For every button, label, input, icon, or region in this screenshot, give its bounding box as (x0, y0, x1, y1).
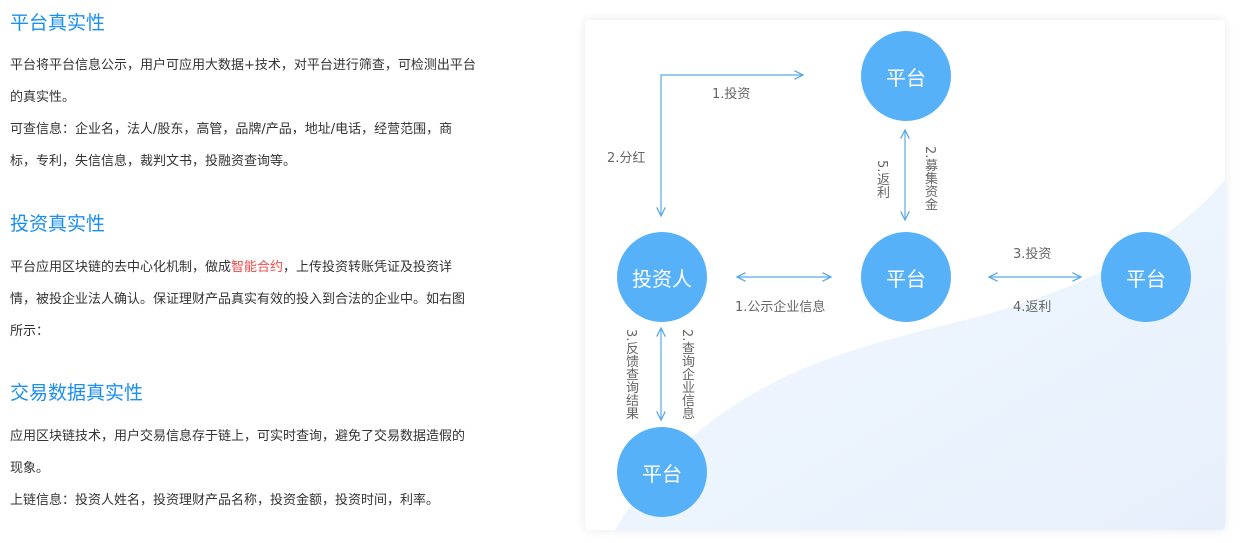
section-title-transaction: 交易数据真实性 (10, 382, 144, 404)
text-line: 标，专利，失信信息，裁判文书，投融资查询等。 (10, 154, 297, 169)
text-line: 平台应用区块链的去中心化机制，做成智能合约，上传投资转账凭证及投资详 (10, 252, 515, 284)
section-body-investment: 平台应用区块链的去中心化机制，做成智能合约，上传投资转账凭证及投资详 情，被投企… (10, 252, 515, 348)
label-rebate-top: 5.返利 (874, 160, 889, 199)
label-publish-info: 1.公示企业信息 (735, 300, 826, 315)
text-segment: 平台应用区块链的去中心化机制，做成 (10, 260, 232, 275)
text-line: 应用区块链技术，用户交易信息存于链上，可实时查询，避免了交易数据造假的 (10, 429, 466, 444)
label-rebate-right: 4.返利 (1013, 300, 1052, 315)
text-line: 平台将平台信息公示，用户可应用大数据+技术，对平台进行筛查，可检测出平台 (10, 58, 476, 73)
section-title-investment: 投资真实性 (10, 213, 106, 235)
smart-contract-highlight: 智能合约 (231, 260, 284, 275)
node-platform-center: 平台 (861, 232, 951, 322)
text-segment: ，上传投资转账凭证及投资详 (283, 260, 453, 275)
section-title-platform: 平台真实性 (10, 12, 106, 34)
node-investor: 投资人 (617, 232, 707, 322)
text-line: 现象。 (10, 461, 50, 476)
text-line: 可查信息：企业名，法人/股东，高管，品牌/产品，地址/电话，经营范围，商 (10, 122, 453, 137)
node-platform-top: 平台 (861, 31, 951, 121)
node-platform-bottom: 平台 (617, 427, 707, 517)
section-body-transaction: 应用区块链技术，用户交易信息存于链上，可实时查询，避免了交易数据造假的 现象。 … (10, 421, 515, 517)
text-line: 所示： (10, 324, 50, 339)
text-line: 情，被投企业法人确认。保证理财产品真实有效的投入到合法的企业中。如右图 (10, 292, 466, 307)
node-platform-right: 平台 (1101, 232, 1191, 322)
label-invest-top: 1.投资 (712, 87, 751, 102)
label-query-info: 2.查询企业信息 (679, 329, 694, 420)
diagram-svg (615, 20, 1225, 530)
arrow-invest-dividend (661, 75, 803, 216)
flow-diagram-panel: 平台 平台 平台 投资人 平台 1.投资 2.分红 2.募集资金 5.返利 1.… (585, 20, 1225, 530)
background-wave (615, 180, 1225, 530)
section-body-platform: 平台将平台信息公示，用户可应用大数据+技术，对平台进行筛查，可检测出平台 的真实… (10, 50, 515, 178)
label-invest-right: 3.投资 (1013, 247, 1052, 262)
text-line: 的真实性。 (10, 90, 76, 105)
label-raise-funds: 2.募集资金 (922, 146, 937, 211)
label-feedback: 3.反馈查询结果 (623, 329, 638, 420)
label-dividend: 2.分红 (607, 151, 646, 166)
text-line: 上链信息：投资人姓名，投资理财产品名称，投资金额，投资时间，利率。 (10, 493, 440, 508)
